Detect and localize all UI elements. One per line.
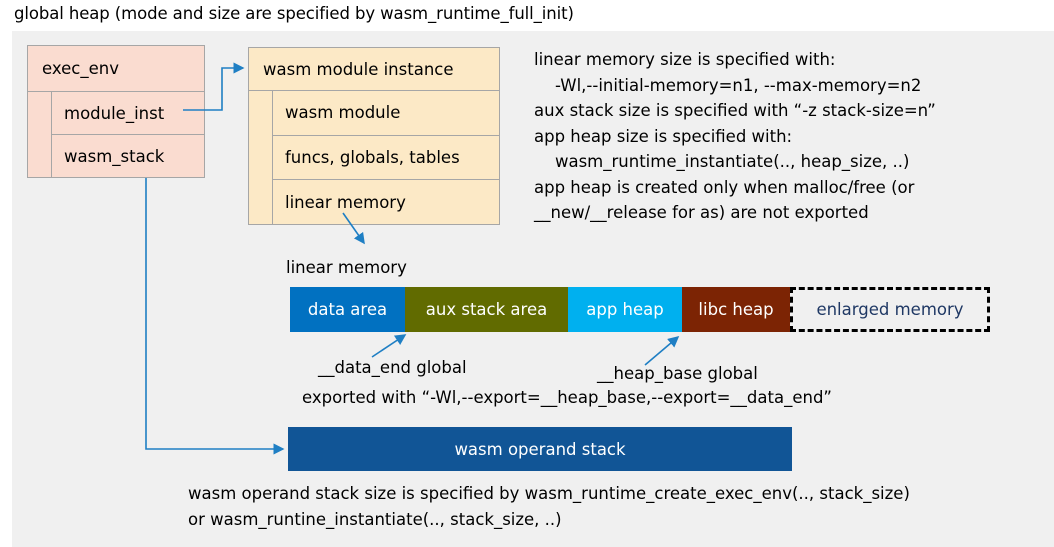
wasm-module-instance-box: wasm module instance wasm module funcs, … (248, 47, 500, 225)
annotation-data-end: __data_end global (318, 358, 467, 377)
exec-env-indent (28, 92, 52, 178)
exec-env-row-wasm-stack: wasm_stack (64, 147, 165, 166)
memory-segment-enlarged-memory: enlarged memory (790, 287, 990, 332)
linear-memory-label: linear memory (286, 258, 407, 277)
exec-env-row-module-inst: module_inst (52, 92, 204, 135)
wasm-operand-stack-bar: wasm operand stack (288, 427, 792, 471)
memory-segment-aux-stack-area: aux stack area (405, 287, 568, 332)
memory-segment-libc-heap: libc heap (682, 287, 790, 332)
module-instance-indent (249, 91, 273, 225)
memory-segment-data-area: data area (290, 287, 405, 332)
module-instance-row-wasm-module: wasm module (273, 91, 499, 136)
exec-env-box: exec_env module_inst wasm_stack (27, 45, 205, 178)
annotation-exported-with: exported with “-Wl,--export=__heap_base,… (302, 388, 832, 407)
operand-stack-note: wasm operand stack size is specified by … (188, 484, 910, 529)
exec-env-header: exec_env (28, 46, 204, 92)
module-instance-row-funcs-globals-tables: funcs, globals, tables (273, 136, 499, 181)
memory-config-notes: linear memory size is specified with: -W… (534, 50, 936, 222)
memory-segment-app-heap: app heap (568, 287, 682, 332)
annotation-heap-base: __heap_base global (597, 364, 758, 383)
module-instance-row-linear-memory: linear memory (285, 192, 406, 212)
page-title: global heap (mode and size are specified… (14, 4, 574, 23)
module-instance-header: wasm module instance (249, 48, 499, 91)
